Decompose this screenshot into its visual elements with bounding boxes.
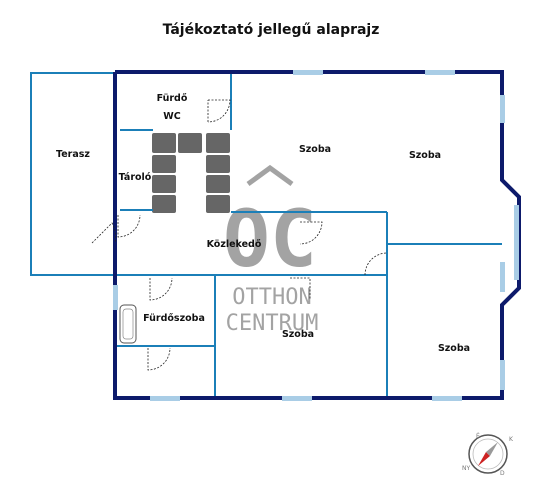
room-label-tarolo: Tároló (119, 172, 152, 183)
compass-letter-s: D (500, 470, 505, 477)
plan-title: Tájékoztató jellegű alaprajz (162, 22, 380, 38)
stairs (152, 133, 230, 213)
bathtub (119, 304, 137, 344)
watermark-line2: CENTRUM (226, 311, 319, 336)
compass-letter-e: K (509, 436, 514, 443)
watermark-roof-icon (246, 164, 294, 187)
compass-letter-w: NY (462, 465, 470, 472)
room-label-szoba-3: Szoba (282, 329, 314, 340)
inner-walls (30, 72, 502, 397)
room-label-szoba-1: Szoba (299, 144, 331, 155)
watermark-monogram: OC (223, 195, 317, 285)
room-label-terasz: Terasz (56, 149, 90, 160)
door-swings (91, 99, 388, 371)
room-label-furdo: Fürdő (157, 93, 188, 104)
windows (113, 70, 519, 401)
room-label-kozlekedo: Közlekedő (207, 239, 262, 250)
room-label-szoba-2: Szoba (409, 150, 441, 161)
room-label-szoba-4: Szoba (438, 343, 470, 354)
room-label-furdoszoba: Fürdőszoba (143, 313, 205, 324)
room-label-wc: WC (163, 111, 180, 122)
watermark-logo: OC OTTHON CENTRUM (223, 164, 319, 336)
compass-icon: É K D NY (462, 432, 514, 477)
compass-letter-n: É (476, 432, 480, 440)
watermark-line1: OTTHON (232, 285, 311, 310)
